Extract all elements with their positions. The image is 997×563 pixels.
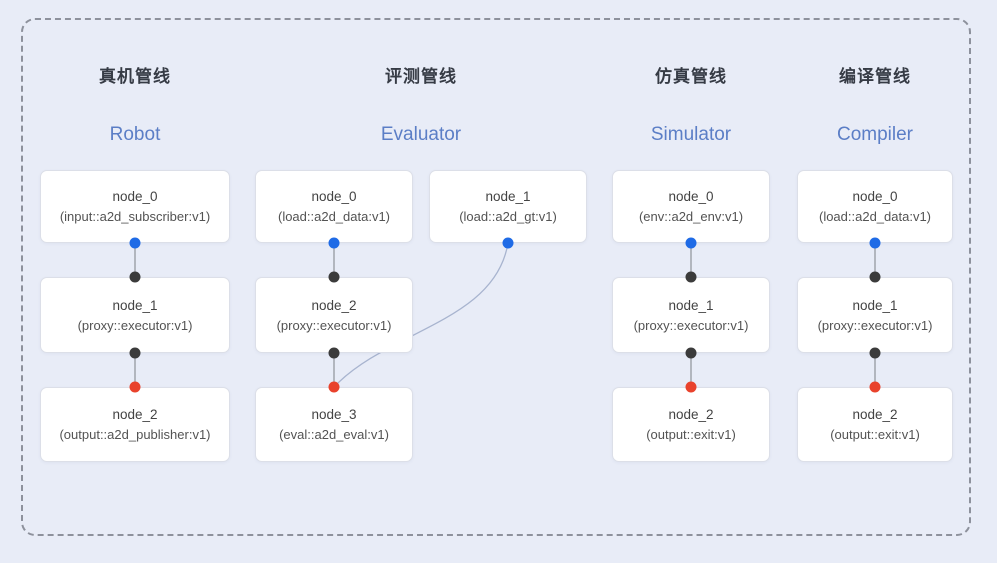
node-type: (env::a2d_env:v1) [638, 209, 744, 224]
pipeline-title-cn-robot: 真机管线 [99, 67, 171, 86]
node-name: node_0 [668, 189, 714, 204]
node-evaluator-node2: node_2 (proxy::executor:v1) [255, 277, 413, 353]
node-compiler-node0: node_0 (load::a2d_data:v1) [797, 170, 953, 243]
node-robot-node1: node_1 (proxy::executor:v1) [40, 277, 230, 353]
node-robot-node0: node_0 (input::a2d_subscriber:v1) [40, 170, 230, 243]
node-name: node_2 [668, 407, 714, 422]
node-evaluator-node3: node_3 (eval::a2d_eval:v1) [255, 387, 413, 462]
node-name: node_2 [852, 407, 898, 422]
node-name: node_0 [311, 189, 357, 204]
node-name: node_1 [485, 189, 531, 204]
node-evaluator-node0: node_0 (load::a2d_data:v1) [255, 170, 413, 243]
pipeline-title-en-simulator: Simulator [650, 124, 732, 145]
node-type: (proxy::executor:v1) [817, 317, 933, 333]
node-evaluator-node1: node_1 (load::a2d_gt:v1) [429, 170, 587, 243]
node-type: (load::a2d_gt:v1) [459, 209, 557, 224]
node-robot-node2: node_2 (output::a2d_publisher:v1) [40, 387, 230, 462]
node-type: (proxy::executor:v1) [276, 317, 392, 333]
node-compiler-node2: node_2 (output::exit:v1) [797, 387, 953, 462]
node-name: node_0 [112, 189, 158, 204]
pipeline-title-en-robot: Robot [109, 124, 161, 145]
node-type: (eval::a2d_eval:v1) [279, 427, 389, 442]
dashed-frame [21, 18, 971, 536]
node-type: (output::exit:v1) [646, 427, 736, 442]
node-type: (proxy::executor:v1) [633, 317, 749, 333]
node-name: node_1 [852, 297, 898, 313]
node-name: node_1 [112, 297, 158, 313]
node-type: (output::a2d_publisher:v1) [59, 427, 211, 442]
node-simulator-node0: node_0 (env::a2d_env:v1) [612, 170, 770, 243]
node-compiler-node1: node_1 (proxy::executor:v1) [797, 277, 953, 353]
node-simulator-node2: node_2 (output::exit:v1) [612, 387, 770, 462]
pipeline-title-cn-simulator: 仿真管线 [655, 67, 727, 86]
node-type: (load::a2d_data:v1) [818, 209, 932, 224]
node-type: (load::a2d_data:v1) [277, 209, 391, 224]
node-name: node_1 [668, 297, 714, 313]
node-type: (input::a2d_subscriber:v1) [59, 209, 211, 224]
node-name: node_0 [852, 189, 898, 204]
node-type: (output::exit:v1) [830, 427, 920, 442]
node-name: node_2 [112, 407, 158, 422]
node-type: (proxy::executor:v1) [77, 317, 193, 333]
pipeline-title-cn-evaluator: 评测管线 [385, 67, 457, 86]
pipeline-title-en-compiler: Compiler [836, 124, 914, 145]
pipeline-title-en-evaluator: Evaluator [380, 124, 462, 145]
node-simulator-node1: node_1 (proxy::executor:v1) [612, 277, 770, 353]
node-name: node_2 [311, 297, 357, 313]
pipeline-title-cn-compiler: 编译管线 [839, 67, 911, 86]
node-name: node_3 [311, 407, 357, 422]
